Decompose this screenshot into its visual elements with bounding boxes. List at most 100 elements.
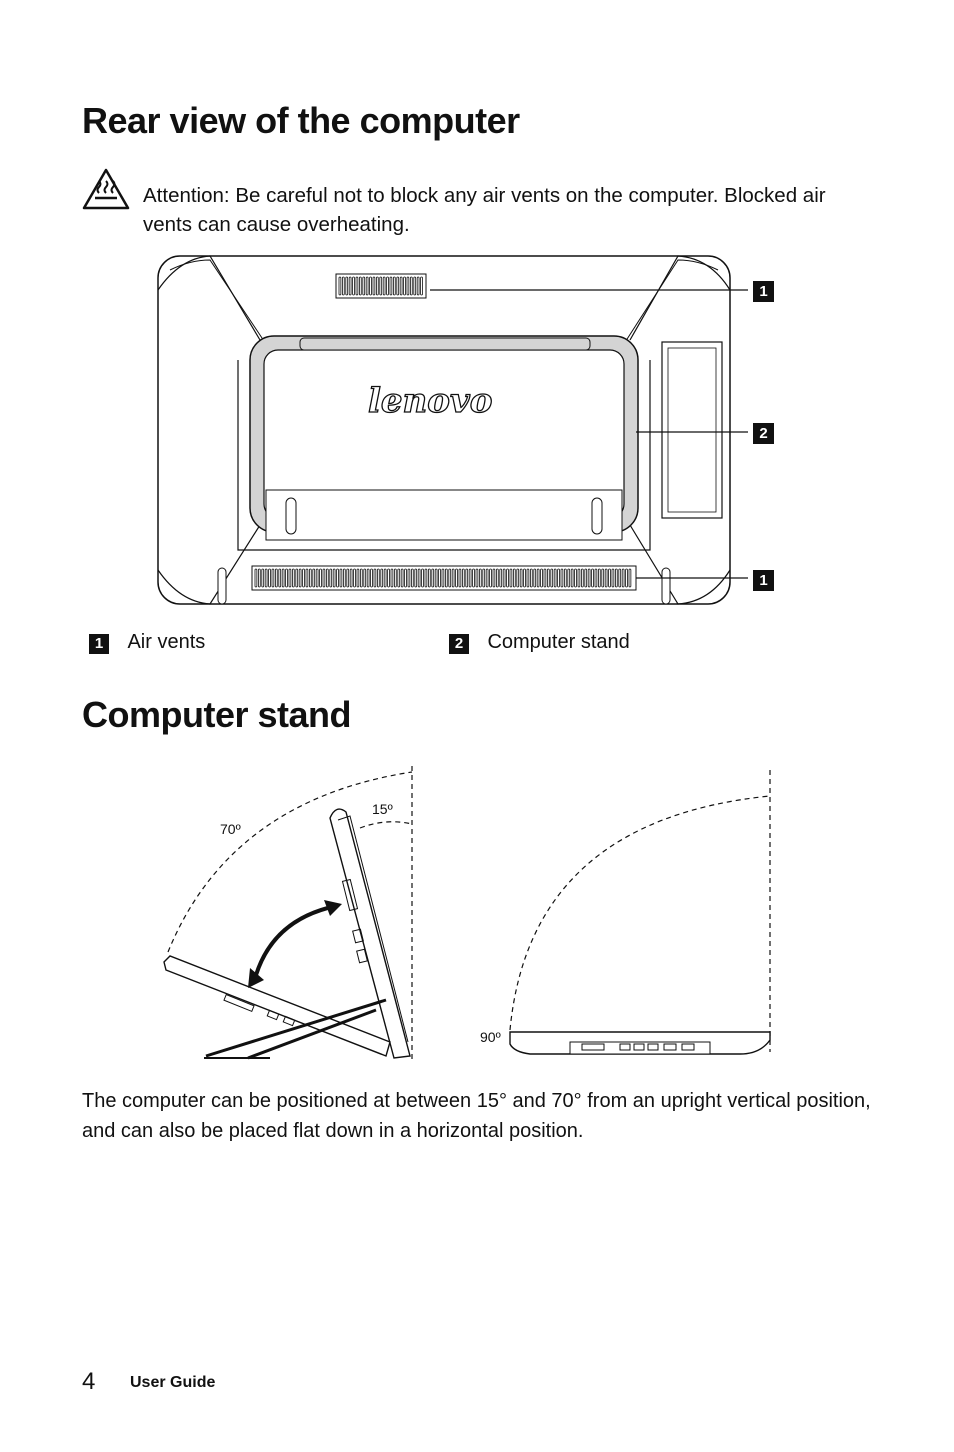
vent-slat — [580, 568, 584, 588]
vent-slat — [492, 568, 496, 588]
vent-slat — [427, 568, 431, 588]
vent-slat — [584, 568, 588, 588]
legend-number: 1 — [89, 634, 109, 654]
attention-label: Attention: — [143, 184, 230, 207]
section-title-computer-stand: Computer stand — [82, 694, 352, 735]
vent-slat — [322, 568, 326, 588]
vent-slat — [278, 568, 282, 588]
vent-slat — [546, 568, 550, 588]
lenovo-logo: lenovo — [368, 381, 492, 421]
vent-slat — [495, 568, 499, 588]
vent-slat — [526, 568, 530, 588]
vent-slat — [288, 568, 292, 588]
callout-air-vents-top: 1 — [753, 281, 774, 302]
vent-slat — [356, 568, 360, 588]
vent-slat — [397, 568, 401, 588]
vent-slat — [393, 568, 397, 588]
vent-slat — [348, 276, 352, 296]
vent-slat — [499, 568, 503, 588]
vent-slat — [275, 568, 278, 588]
vent-slat — [396, 276, 400, 296]
top-air-vent — [335, 273, 427, 299]
legend-number: 2 — [449, 634, 469, 654]
vent-slat — [332, 568, 336, 588]
vent-slat — [329, 568, 333, 588]
side-port-panel — [661, 341, 723, 519]
vent-slat — [366, 568, 370, 588]
vent-slat — [298, 568, 302, 588]
vent-slat — [482, 568, 486, 588]
vent-slat — [458, 568, 462, 588]
vent-slat — [370, 568, 373, 588]
arc-70-degree — [167, 771, 413, 953]
stand-description: The computer can be positioned at betwee… — [82, 1090, 871, 1142]
vent-slat — [302, 568, 305, 588]
vent-slat — [560, 568, 564, 588]
page-title-rear-view: Rear view of the computer — [82, 100, 520, 141]
vent-slat — [336, 568, 339, 588]
vent-slat — [601, 568, 605, 588]
vent-slat — [594, 568, 598, 588]
vent-slat — [618, 568, 622, 588]
vent-slat — [386, 276, 389, 296]
vent-slat — [407, 568, 411, 588]
vent-slat — [506, 568, 509, 588]
vent-slat — [523, 568, 526, 588]
arc-15-degree — [359, 821, 413, 829]
vent-slat — [543, 568, 547, 588]
vent-slat — [319, 568, 322, 588]
vent-slat — [461, 568, 465, 588]
vent-slat — [404, 568, 407, 588]
vent-slat — [369, 276, 372, 296]
angle-label-70: 70º — [220, 821, 241, 837]
vent-slat — [512, 568, 516, 588]
vent-slat — [339, 568, 343, 588]
legend-item-air-vents: 1 Air vents — [89, 631, 205, 654]
vent-slat — [281, 568, 285, 588]
vent-slat — [400, 568, 404, 588]
vent-slat — [597, 568, 601, 588]
vent-slat — [341, 276, 345, 296]
tilt-angle-diagram: 70º 15º — [163, 766, 413, 1060]
vent-slat — [625, 568, 628, 588]
vent-slat — [591, 568, 594, 588]
vent-slat — [387, 568, 390, 588]
vent-slat — [472, 568, 475, 588]
vent-slat — [346, 568, 350, 588]
footer-label: User Guide — [130, 1374, 216, 1391]
vent-slat — [485, 568, 489, 588]
vent-slat — [389, 276, 393, 296]
vent-slat — [416, 276, 420, 296]
callout-computer-stand: 2 — [753, 423, 774, 444]
attention-text: Be careful not to block any air vents on… — [143, 184, 826, 236]
vent-slat — [604, 568, 608, 588]
vent-slat — [291, 568, 295, 588]
vent-slat — [611, 568, 615, 588]
vent-slat — [399, 276, 403, 296]
vent-slat — [417, 568, 421, 588]
callout-air-vents-bottom: 1 — [753, 570, 774, 591]
vent-slat — [468, 568, 472, 588]
vent-slat — [254, 568, 258, 588]
vent-slat — [382, 276, 386, 296]
vent-slat — [465, 568, 469, 588]
vent-slat — [444, 568, 448, 588]
vent-slat — [438, 568, 441, 588]
vent-slat — [392, 276, 396, 296]
vent-slat — [383, 568, 387, 588]
vent-slat — [509, 568, 513, 588]
legend-item-computer-stand: 2 Computer stand — [449, 631, 630, 654]
vent-slat — [373, 568, 377, 588]
page-number: 4 — [82, 1368, 96, 1395]
vent-slat — [550, 568, 554, 588]
vent-slat — [475, 568, 479, 588]
low-angle-monitor — [163, 955, 391, 1057]
vent-slat — [295, 568, 299, 588]
vent-slat — [363, 568, 367, 588]
vent-slat — [258, 568, 261, 588]
hot-surface-warning-icon — [82, 168, 130, 210]
vent-slat — [563, 568, 567, 588]
vent-slat — [519, 568, 523, 588]
vent-slat — [557, 568, 560, 588]
vent-slat — [375, 276, 379, 296]
